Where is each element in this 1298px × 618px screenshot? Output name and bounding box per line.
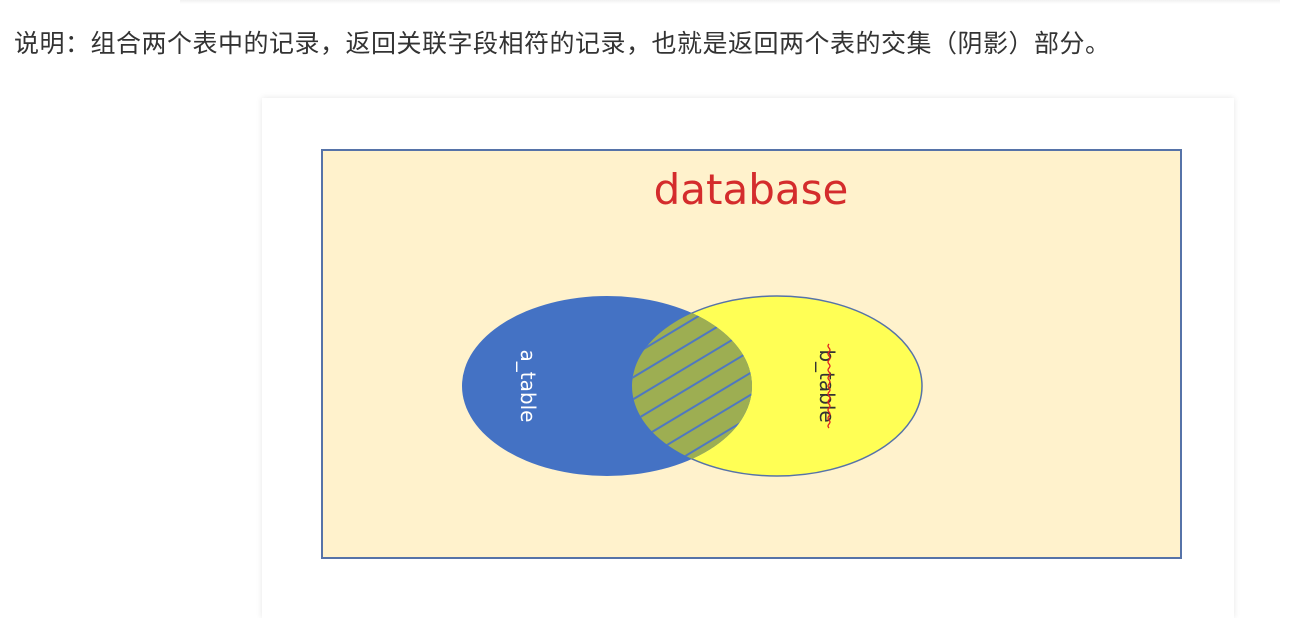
hatch-line xyxy=(632,369,752,476)
hatch-line xyxy=(632,303,752,425)
hatch-line xyxy=(632,325,752,447)
hatch-line xyxy=(632,391,752,476)
diagram-figure: database a_table b_table xyxy=(262,98,1234,618)
hatch-line xyxy=(632,296,752,403)
hatch-line xyxy=(632,347,752,469)
hatch-line xyxy=(632,296,752,381)
description-text: 说明：组合两个表中的记录，返回关联字段相符的记录，也就是返回两个表的交集（阴影）… xyxy=(14,29,1111,58)
inner-join-venn-diagram: database a_table b_table xyxy=(321,149,1182,559)
database-label: database xyxy=(654,165,849,214)
intersection-shading xyxy=(632,296,752,476)
b-table-label: b_table xyxy=(815,349,839,422)
spellcheck-underline xyxy=(827,343,831,429)
top-divider xyxy=(180,0,1280,4)
a-table-label: a_table xyxy=(516,350,540,423)
